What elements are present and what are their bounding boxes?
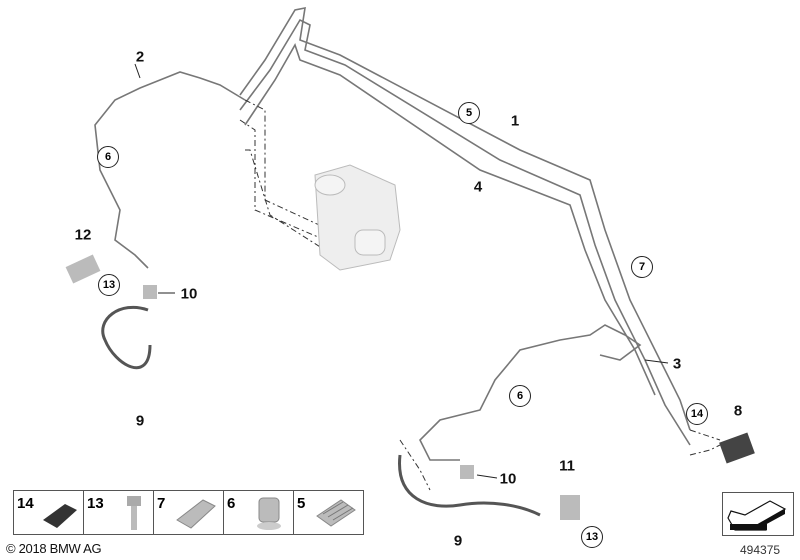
holder-icon: [257, 497, 281, 530]
arrow-icon: [727, 500, 787, 531]
clip-icon: [176, 499, 216, 529]
pipe-2: [94, 71, 246, 269]
callout-6-front: 6: [97, 146, 119, 168]
legend-item-7: 7: [154, 491, 224, 534]
sensor-8: [719, 432, 755, 464]
legend-item-13: 13: [84, 491, 154, 534]
bracket-11: [560, 495, 580, 520]
callout-6-rear: 6: [509, 385, 531, 407]
legend-number: 6: [227, 495, 236, 512]
callout-7: 7: [631, 256, 653, 278]
legend-number: 7: [157, 495, 166, 512]
callout-12: 12: [74, 226, 92, 244]
legend-number: 14: [17, 495, 34, 512]
diagram-id: 494375: [740, 543, 781, 557]
legend-number: 13: [87, 495, 104, 512]
callout-4: 4: [473, 178, 483, 196]
callout-14: 14: [686, 403, 708, 425]
pipe-rear: [419, 324, 626, 461]
legend-number: 5: [297, 495, 306, 512]
callout-leaders: [134, 63, 669, 479]
callout-9-front: 9: [135, 412, 145, 430]
callout-5: 5: [458, 102, 480, 124]
callout-8: 8: [733, 402, 743, 420]
callout-3: 3: [672, 355, 682, 373]
brake-hose-rear: [398, 454, 541, 517]
legend-item-6: 6: [224, 491, 294, 534]
pipe-3: [244, 43, 656, 396]
grommet-icon: [316, 499, 356, 527]
callout-1: 1: [510, 112, 520, 130]
callout-10-rear: 10: [499, 470, 517, 488]
bracket-12: [65, 254, 101, 284]
copyright: © 2018 BMW AG: [6, 541, 102, 556]
callout-13-front: 13: [98, 274, 120, 296]
pad-icon: [43, 504, 77, 528]
callout-13-rear: 13: [581, 526, 603, 548]
bracket-10b: [460, 465, 474, 479]
callout-11: 11: [559, 457, 575, 475]
legend-item-5: 5: [294, 491, 363, 534]
callout-2: 2: [135, 48, 145, 66]
pipe-1: [239, 6, 691, 431]
callout-9-rear: 9: [453, 532, 463, 550]
navigation-arrow-button[interactable]: [722, 492, 794, 536]
pipe-rear-2: [599, 334, 642, 361]
leader-lines: [239, 99, 721, 491]
bolt-icon: [127, 496, 141, 530]
bracket-10a: [143, 285, 157, 299]
callout-10-front: 10: [180, 285, 198, 303]
brake-fluid-reservoir: [314, 164, 401, 271]
legend-item-14: 14: [14, 491, 84, 534]
brake-hose-front: [101, 305, 152, 370]
parts-legend: 14 13 7 6 5: [13, 490, 364, 535]
